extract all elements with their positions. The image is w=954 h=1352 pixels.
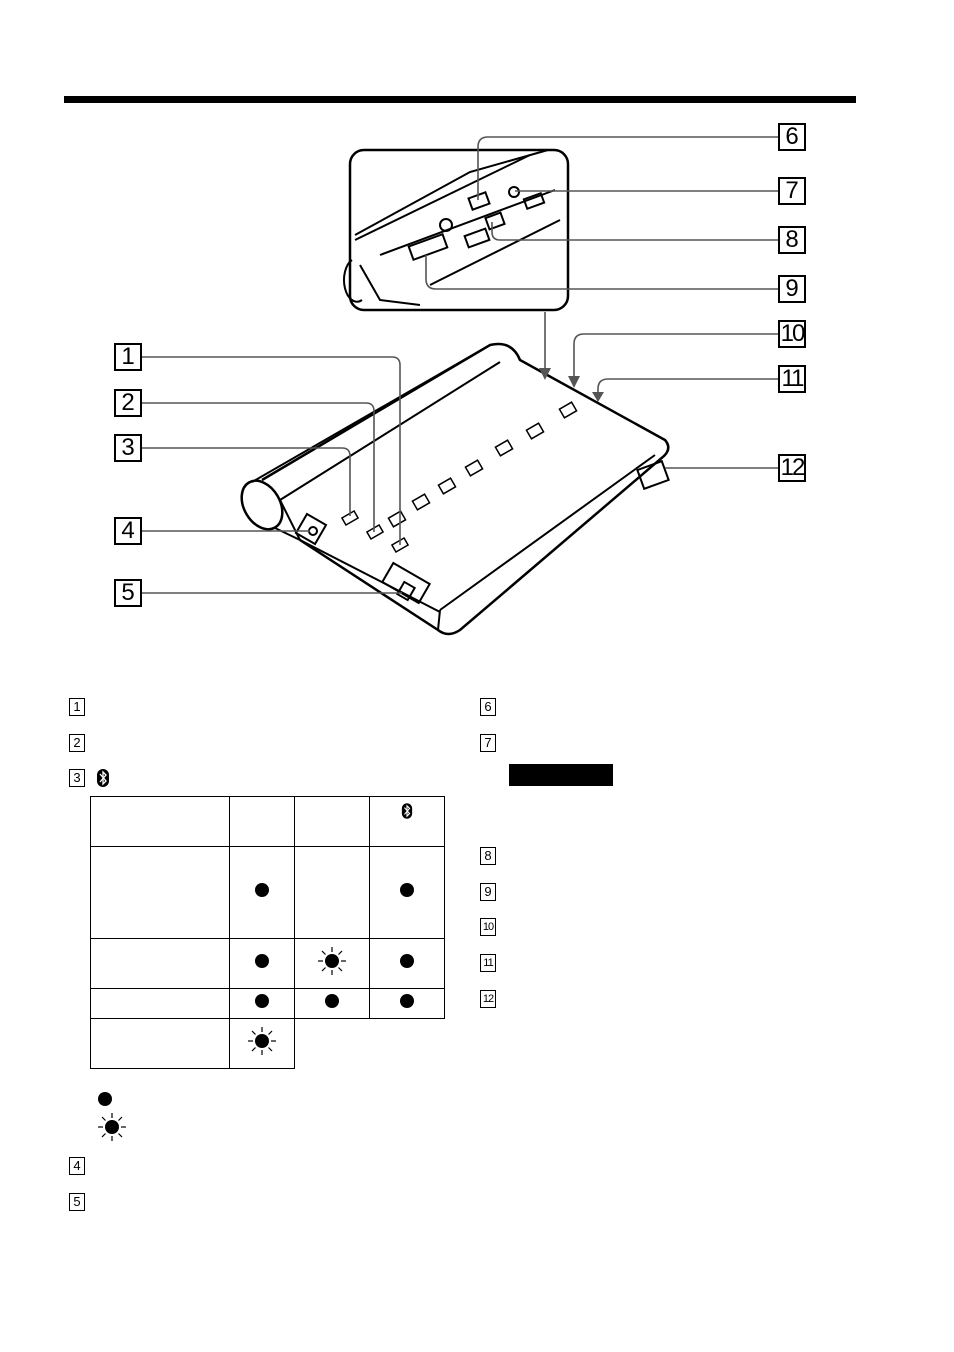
led-on-icon [400,883,414,897]
led-blinking-icon [98,1113,126,1141]
table-cell [369,1018,445,1069]
callout-6: 6 [778,123,806,151]
table-cell [90,988,230,1019]
led-blinking-icon [248,1027,276,1055]
table-row [90,988,445,1019]
legend-number-1: 1 [69,698,85,716]
callout-9: 9 [778,275,806,303]
table-cell [229,846,295,939]
caution-label-bar [509,764,613,786]
callout-12: 12 [778,454,806,482]
led-on-icon [255,994,269,1008]
legend-number-7: 7 [480,734,496,752]
led-on-icon [255,954,269,968]
table-row [90,846,445,939]
legend-number-6: 6 [480,698,496,716]
callout-2: 2 [114,389,142,417]
table-cell [369,938,445,989]
table-cell [90,938,230,989]
table-row [90,938,445,989]
table-cell [369,846,445,939]
table-cell [294,988,370,1019]
table-cell [294,938,370,989]
callout-7: 7 [778,177,806,205]
led-on-icon [400,954,414,968]
callout-3: 3 [114,434,142,462]
table-cell [294,1018,370,1069]
legend-number-12: 12 [480,990,496,1008]
table-cell [294,846,370,939]
table-row [90,1018,445,1069]
legend-number-11: 11 [480,954,496,972]
header-rule [64,96,856,103]
bluetooth-icon [401,803,413,819]
callout-11: 11 [778,365,806,393]
led-blinking-icon [318,947,346,975]
led-on-icon [255,883,269,897]
table-cell [369,796,445,847]
inset-frame [348,148,570,312]
callout-5: 5 [114,579,142,607]
legend-number-8: 8 [480,847,496,865]
led-status-table [90,796,445,1069]
table-cell [229,796,295,847]
table-cell [90,1018,230,1069]
table-cell [229,988,295,1019]
table-cell [229,938,295,989]
table-cell [229,1018,295,1069]
bluetooth-icon [97,769,109,787]
led-on-icon [325,994,339,1008]
table-row [90,796,445,847]
legend-number-10: 10 [480,918,496,936]
callout-4: 4 [114,517,142,545]
table-cell [369,988,445,1019]
callout-1: 1 [114,343,142,371]
legend-number-3: 3 [69,769,85,787]
led-on-icon [98,1092,112,1106]
legend-number-5: 5 [69,1193,85,1211]
callout-10: 10 [778,320,806,348]
legend-number-4: 4 [69,1157,85,1175]
table-cell [294,796,370,847]
led-on-icon [400,994,414,1008]
table-cell [90,796,230,847]
legend-number-2: 2 [69,734,85,752]
callout-8: 8 [778,226,806,254]
table-cell [90,846,230,939]
legend-number-9: 9 [480,883,496,901]
